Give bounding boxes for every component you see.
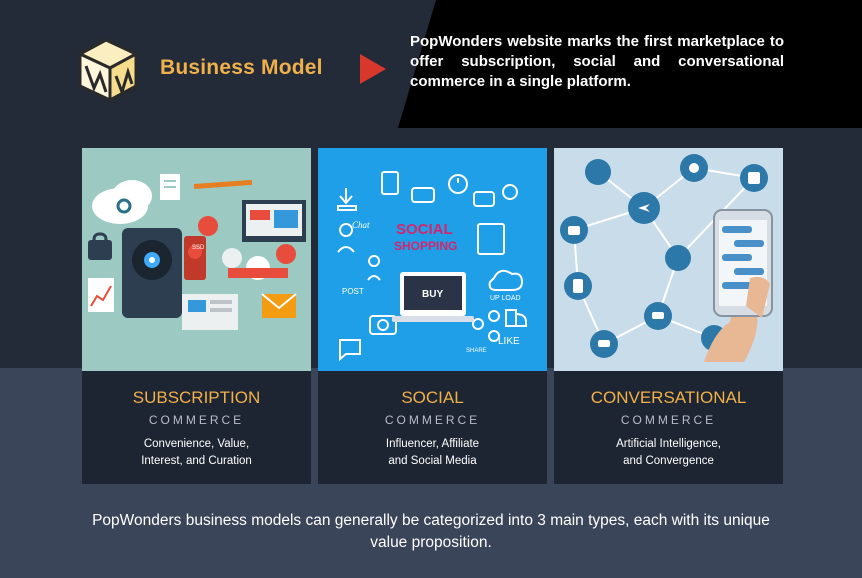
share-label: SHARE	[466, 348, 487, 354]
social-illustration: SOCIAL SHOPPING Chat POST UP LOAD LIKE S…	[318, 148, 547, 371]
card-social: SOCIAL SHOPPING Chat POST UP LOAD LIKE S…	[318, 148, 547, 484]
buy-label: BUY	[422, 289, 443, 300]
post-label: POST	[342, 287, 364, 296]
shopping-label: SHOPPING	[394, 239, 457, 253]
subscription-illustration: SSD	[82, 148, 311, 371]
conversational-illustration	[554, 148, 783, 371]
card-description: Influencer, Affiliate and Social Media	[385, 438, 480, 467]
upload-label: UP LOAD	[490, 295, 521, 302]
footer-caption: PopWonders business models can generally…	[92, 512, 770, 551]
card-subtitle: COMMERCE	[148, 413, 245, 427]
banner-background	[398, 0, 862, 128]
card-title: SOCIAL	[401, 388, 464, 407]
card-conversational: CONVERSATIONAL COMMERCE Artificial Intel…	[554, 148, 783, 484]
like-label: LIKE	[498, 336, 520, 347]
card-subtitle: COMMERCE	[620, 413, 717, 427]
card-description: Artificial Intelligence, and Convergence	[616, 438, 721, 467]
card-subscription: SSD SUBSCRIPTION COMMERCE Convenience, V…	[82, 148, 311, 484]
banner-text: PopWonders website marks the first marke…	[410, 33, 784, 90]
card-subtitle: COMMERCE	[384, 413, 481, 427]
card-description: Convenience, Value, Interest, and Curati…	[141, 438, 252, 467]
social-label: SOCIAL	[396, 221, 453, 238]
play-arrow-icon	[360, 54, 386, 84]
card-title: SUBSCRIPTION	[132, 388, 261, 407]
ssd-label: SSD	[192, 245, 205, 251]
chat-label: Chat	[352, 220, 370, 230]
popwonders-logo	[78, 38, 138, 102]
card-title: CONVERSATIONAL	[590, 388, 747, 407]
section-title: Business Model	[160, 56, 323, 79]
